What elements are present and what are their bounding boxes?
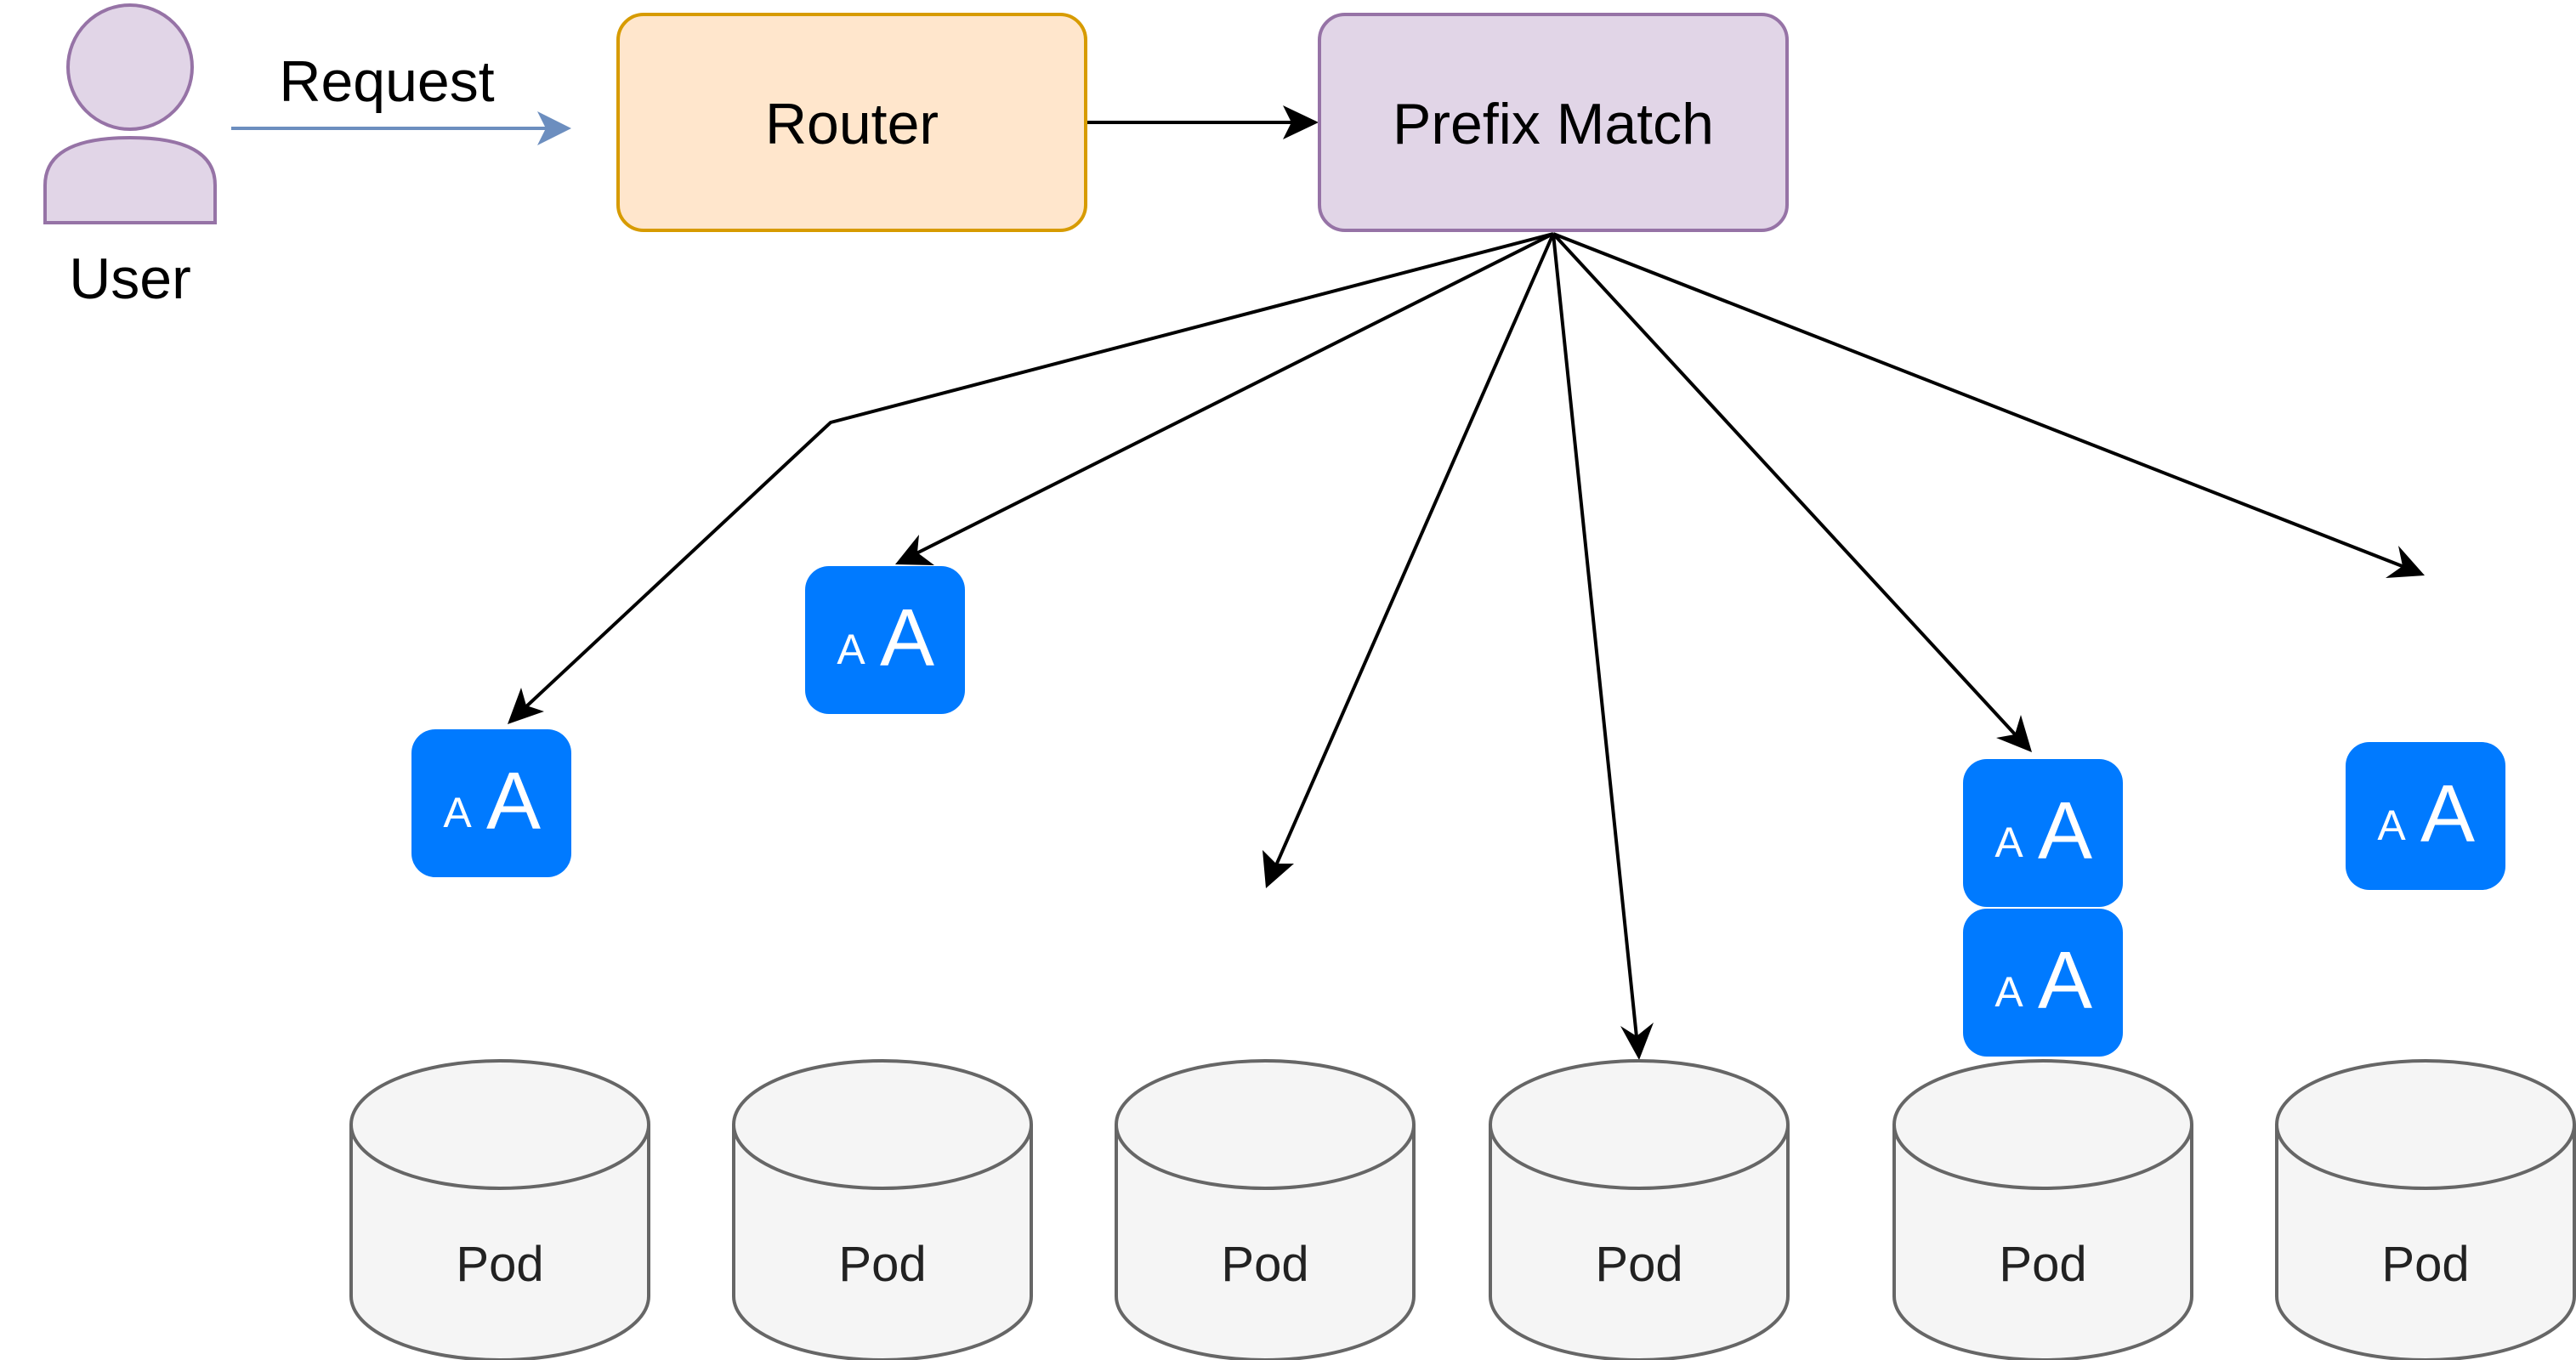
edge-to-pod-3-area (1274, 233, 1555, 866)
router-node[interactable]: Router (616, 13, 1087, 232)
edge-to-pod-3-arrowhead (1262, 850, 1294, 888)
text-size-icon: A A (1963, 759, 2123, 907)
pod-label: Pod (1999, 1237, 2086, 1292)
fanout-edges (508, 232, 2425, 1060)
pod-label: Pod (1221, 1237, 1308, 1292)
prefix-match-label: Prefix Match (1393, 92, 1714, 156)
pod-3[interactable]: Pod (1115, 1059, 1416, 1360)
cache-icons: A A A A A A A A A A (411, 566, 2505, 1057)
router-to-prefix-edge (1087, 105, 1319, 139)
pod-2[interactable]: Pod (732, 1059, 1033, 1360)
svg-text:A: A (1994, 819, 2023, 866)
svg-text:A: A (837, 626, 865, 673)
edge-to-far-right (1552, 232, 2405, 569)
pod-label: Pod (1595, 1237, 1682, 1292)
text-size-icon: A A (1963, 909, 2123, 1057)
pod-label: Pod (456, 1237, 543, 1292)
user-body (43, 135, 217, 224)
request-label: Request (279, 49, 494, 114)
text-size-icon: A A (2346, 742, 2505, 890)
router-to-prefix-arrowhead (1283, 105, 1319, 139)
svg-text:A: A (880, 592, 934, 683)
svg-text:A: A (2377, 802, 2406, 849)
router-label: Router (765, 92, 939, 156)
user-head (66, 3, 194, 131)
edge-to-cache-5-arrowhead (1996, 715, 2032, 752)
svg-text:A: A (1994, 968, 2023, 1016)
pod-5[interactable]: Pod (1892, 1059, 2193, 1360)
edge-to-cache-1 (521, 232, 1554, 711)
text-size-icon: A A (805, 566, 965, 714)
edge-to-cache-5 (1552, 232, 2018, 738)
edge-to-cache-2-arrowhead (895, 535, 934, 565)
pods: Pod Pod Pod Pod Pod Pod (349, 1059, 2576, 1360)
svg-text:A: A (486, 756, 541, 847)
user-label: User (69, 246, 191, 311)
pod-label: Pod (838, 1237, 926, 1292)
pod-label: Pod (2381, 1237, 2469, 1292)
prefix-match-box (1318, 13, 1789, 232)
svg-text:A: A (2038, 935, 2092, 1026)
pod-6[interactable]: Pod (2275, 1059, 2576, 1360)
router-box (616, 13, 1087, 232)
svg-text:A: A (2038, 785, 2092, 876)
user-actor[interactable]: User (43, 3, 217, 311)
edge-to-pod-4 (1552, 233, 1638, 1038)
pod-4[interactable]: Pod (1489, 1059, 1790, 1360)
pod-1[interactable]: Pod (349, 1059, 650, 1360)
text-size-icon: A A (411, 729, 571, 877)
edge-to-cache-1-arrowhead (508, 688, 544, 724)
svg-text:A: A (2420, 768, 2475, 859)
request-edge: Request (231, 49, 571, 145)
edge-to-cache-2 (912, 232, 1554, 557)
request-arrowhead (537, 111, 571, 145)
edge-to-far-right-arrowhead (2386, 546, 2425, 578)
prefix-match-node[interactable]: Prefix Match (1318, 13, 1789, 232)
edge-to-pod-4-arrowhead (1620, 1023, 1654, 1060)
svg-text:A: A (443, 789, 472, 836)
